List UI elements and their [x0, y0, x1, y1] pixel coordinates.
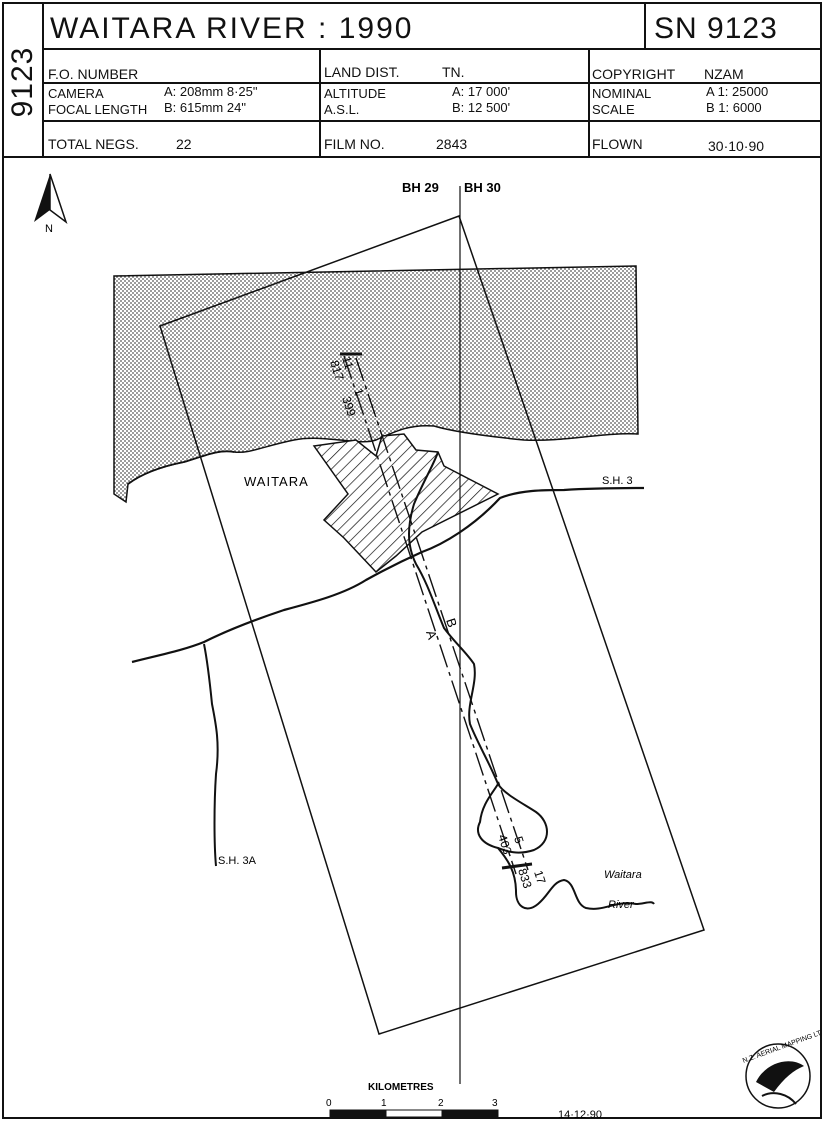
- bh29-label: BH 29: [402, 180, 439, 195]
- camera-label: CAMERA: [48, 86, 104, 101]
- divider: [644, 4, 646, 48]
- scale-title: KILOMETRES: [368, 1082, 434, 1093]
- flown-value: 30·10·90: [708, 138, 765, 154]
- land-dist-label: LAND DIST.: [324, 64, 400, 80]
- asl-label: A.S.L.: [324, 102, 360, 117]
- run-top-label-d: 399: [339, 395, 359, 419]
- total-negs-label: TOTAL NEGS.: [48, 136, 139, 152]
- map-area: 11 817 1 399 A B 5 403 17 833 BH 29 BH 3…: [34, 173, 820, 1118]
- divider: [42, 120, 820, 122]
- scale-label: SCALE: [592, 102, 635, 117]
- flown-label: FLOWN: [592, 136, 643, 152]
- sh3a-label: S.H. 3A: [218, 855, 257, 867]
- altitude-value: A: 17 000': [452, 84, 511, 99]
- scale-tick-0: 0: [326, 1098, 332, 1109]
- camera-value: A: 208mm 8·25": [164, 84, 258, 99]
- waitara-town-area: [312, 433, 500, 574]
- fo-number-label: F.O. NUMBER: [48, 66, 139, 82]
- run-bottom-label-a: 5: [511, 835, 526, 846]
- asl-value: B: 12 500': [452, 100, 511, 115]
- altitude-label: ALTITUDE: [324, 86, 386, 101]
- copyright-label: COPYRIGHT: [592, 66, 676, 82]
- scale-tick-3: 3: [492, 1098, 498, 1109]
- divider: [42, 48, 820, 50]
- photo-coverage-frame: [159, 215, 705, 1035]
- total-negs-value: 22: [176, 136, 192, 152]
- side-code: 9123: [6, 12, 39, 152]
- scale-bar: KILOMETRES 0 1 2 3: [326, 1082, 499, 1118]
- company-logo: N.Z. AERIAL MAPPING LTD: [742, 1028, 820, 1109]
- north-label: N: [45, 223, 53, 235]
- nominal-label: NOMINAL: [592, 86, 652, 101]
- run-bottom-label-d: 833: [515, 867, 535, 891]
- north-arrow-icon: N: [34, 173, 68, 235]
- bh30-label: BH 30: [464, 180, 501, 195]
- map-title: WAITARA RIVER : 1990: [50, 12, 414, 45]
- scale-tick-1: 1: [381, 1098, 387, 1109]
- run-top-label-a: 11: [339, 355, 356, 371]
- divider: [42, 82, 820, 84]
- town-label: WAITARA: [244, 474, 309, 489]
- land-dist-value: TN.: [442, 64, 465, 80]
- river-loop: [497, 783, 548, 854]
- side-code-text: 9123: [6, 46, 39, 118]
- nominal-value: A 1: 25000: [706, 84, 769, 99]
- divider: [42, 4, 44, 156]
- run-line-b: [355, 357, 529, 871]
- focal-length-label: FOCAL LENGTH: [48, 102, 148, 117]
- scale-tick-2: 2: [438, 1098, 444, 1109]
- date-label: 14·12·90: [558, 1109, 602, 1118]
- coastline: [127, 450, 235, 485]
- sh3-road: [131, 486, 645, 664]
- waitara-river: [408, 451, 655, 910]
- sheet-number: SN 9123: [654, 12, 778, 45]
- run-top-label-b: 817: [327, 359, 347, 383]
- header-block: 9123 WAITARA RIVER : 1990 SN 9123 F.O. N…: [4, 4, 820, 158]
- run-bottom-label-c: 17: [531, 869, 549, 886]
- river-label-1: Waitara: [604, 869, 642, 881]
- divider: [319, 48, 321, 156]
- scale-value: B 1: 6000: [706, 100, 762, 115]
- focal-length-value: B: 615mm 24": [164, 100, 246, 115]
- run-b-label: B: [443, 616, 460, 629]
- sh3-label: S.H. 3: [602, 475, 633, 487]
- run-top-label-c: 1: [351, 387, 366, 398]
- run-bottom-label-b: 403: [495, 833, 515, 857]
- run-line-a: [343, 355, 517, 875]
- river-label-2: River: [608, 899, 635, 911]
- copyright-value: NZAM: [704, 66, 744, 82]
- film-no-label: FILM NO.: [324, 136, 385, 152]
- divider: [588, 48, 590, 156]
- run-tick: [501, 862, 533, 870]
- film-no-value: 2843: [436, 136, 468, 152]
- sh3a-road: [203, 643, 219, 867]
